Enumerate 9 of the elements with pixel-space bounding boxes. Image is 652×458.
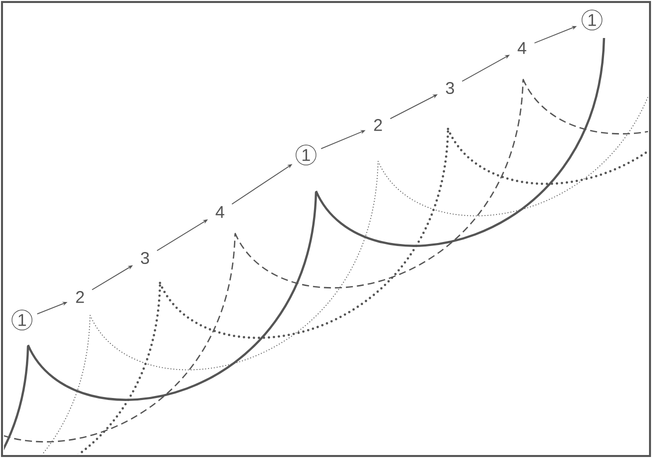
step-number: 4 [216,206,224,218]
step-number: 2 [76,291,84,303]
circled-number: 1 [582,10,602,30]
step-number: 4 [518,42,526,54]
circled-number: 1 [12,310,32,330]
step-number: 3 [446,82,454,94]
step-number: 3 [140,252,149,264]
circled-number: 1 [296,144,316,166]
step-number: 2 [374,119,382,131]
